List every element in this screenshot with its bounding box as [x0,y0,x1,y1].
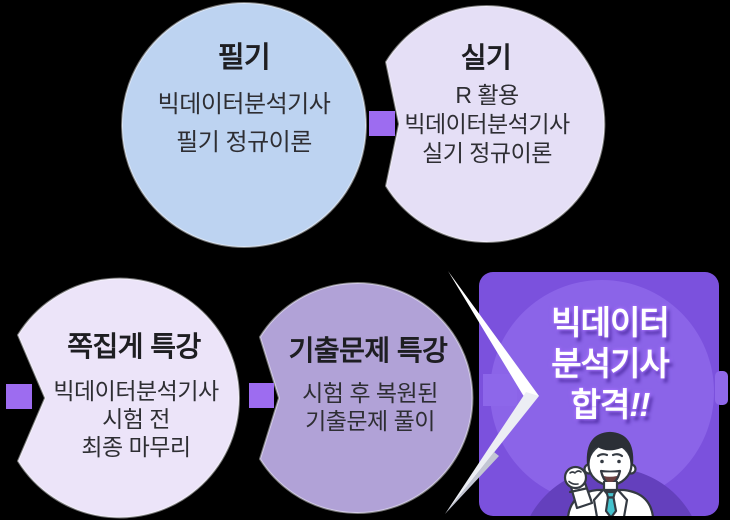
step1-title: 필기 [217,42,271,74]
goal-box-bottom-circle [519,468,703,516]
man-character-illustration [563,431,655,516]
goal-line: 분석기사 [551,345,669,382]
connector-square-2 [6,384,32,409]
step4-title: 기출문제 특강 [288,335,448,366]
text-line: 시험 전 [102,406,170,432]
goal-line: 빅데이터 [551,304,669,341]
goal-box-square [483,374,517,406]
text-line: 기출문제 풀이 [305,408,435,434]
step3-title: 쪽집게 특강 [67,331,201,362]
step3-circle [16,277,241,519]
character-thumb [568,480,579,486]
step1-description: 빅데이터분석기사 필기 정규이론 [114,86,374,162]
connector-square-4 [715,371,728,405]
character-hair [586,431,634,466]
connector-square-3 [249,383,274,408]
character-eye-right [617,459,621,464]
character-lapel-right [616,488,629,516]
step3-description: 빅데이터분석기사 시험 전 최종 마무리 [17,377,255,461]
connector-square-1 [369,111,395,136]
character-eyebrow-left [596,453,609,458]
text-line: 필기 정규이론 [176,129,312,156]
character-knuckles [569,470,582,474]
step1-circle [121,2,367,248]
chevron-lower-stroke [445,392,539,514]
step2-title: 실기 [460,42,512,73]
text-line: 최종 마무리 [81,434,191,460]
text-line: 빅데이터분석기사 [157,91,331,118]
character-tie [604,496,618,516]
goal-box-inner-circle [490,280,714,504]
text-line: 빅데이터분석기사 [404,111,570,137]
chevron-upper-stroke [448,271,539,400]
chevron-tail-shade [445,452,499,514]
text-line: 시험 후 복원된 [302,380,438,406]
character-eyebrow-right [611,453,624,458]
goal-exclamation: !! [629,386,650,423]
character-lapel-left [592,488,605,516]
step4-circle [258,282,474,514]
goal-box [479,272,728,516]
step2-circle [384,5,606,243]
step2-description: R 활용 빅데이터분석기사 실기 정규이론 [357,81,617,168]
text-line: R 활용 [455,82,519,108]
text-line: 실기 정규이론 [422,140,552,166]
goal-text: 빅데이터 분석기사 합격!! [500,302,720,425]
character-teeth [602,472,619,477]
character-eye-left [600,459,604,464]
text-line: 빅데이터분석기사 [53,378,219,404]
chevron-right-icon [445,271,539,514]
step4-description: 시험 후 복원된 기출문제 풀이 [251,379,489,435]
character-cuff [568,487,588,494]
goal-word: 합격 [570,386,631,423]
goal-line: 합격!! [500,384,720,425]
